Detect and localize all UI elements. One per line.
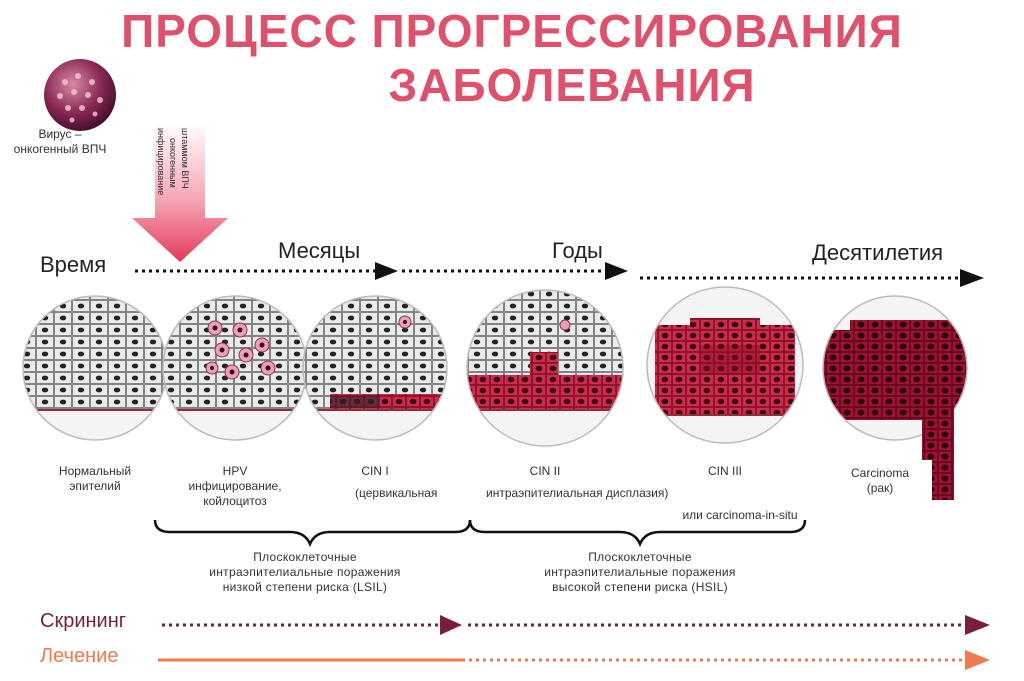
screening-label: Скрининг — [40, 610, 127, 632]
treatment-label: Лечение — [40, 645, 119, 667]
lsil-group-label: Плоскоклеточные интраэпителиальные пораж… — [170, 550, 440, 595]
hsil-line-1: Плоскоклеточные — [588, 550, 692, 564]
arrow-text-infection: инфицирование — [156, 128, 166, 196]
stage-label-cin1-line-2: (цервикальная — [355, 486, 438, 500]
virus-label: Вирус – онкогенный ВПЧ — [0, 127, 120, 157]
title-line-2: ЗАБОЛЕВАНИЯ — [388, 59, 756, 111]
stage-label-normal-line-2: эпителий — [69, 479, 121, 493]
hsil-group-label: Плоскоклеточные интраэпителиальные пораж… — [490, 550, 790, 595]
hsil-line-2: интраэпителиальные поражения — [544, 565, 736, 579]
stage-label-hpv-line-1: HPV — [222, 464, 248, 478]
stage-label-cin3-line-3: или carcinoma-in-situ — [682, 508, 798, 522]
stage-normal-epithelium-image — [22, 295, 168, 441]
stage-cin1-image — [302, 295, 448, 441]
stage-label-carcinoma: Carcinoma (рак) — [830, 466, 930, 496]
stage-label-normal-line-1: Нормальный — [58, 464, 132, 478]
screening-arrow — [162, 615, 990, 635]
arrow-text-strain: штаммом ВПЧ — [180, 128, 190, 189]
stage-label-hpv: HPV инфицирование, койлоцитоз — [160, 464, 310, 509]
hsil-line-3: высокой степени риска (HSIL) — [552, 580, 728, 594]
lsil-brace — [153, 519, 472, 548]
timeline-decades-label: Десятилетия — [812, 240, 944, 265]
stage-label-cin1: CIN I — [330, 464, 420, 479]
timeline-months-label: Месяцы — [278, 238, 361, 263]
arrow-text-oncogenic: онкогенным — [168, 138, 178, 188]
stage-label-cin3: CIN III — [707, 464, 742, 478]
treatment-arrow — [158, 650, 990, 670]
lsil-line-2: интраэпителиальные поражения — [209, 565, 401, 579]
stage-label-cin2-line-2: интраэпителиальная дисплазия) — [486, 486, 669, 500]
title-line-1: ПРОЦЕСС ПРОГРЕССИРОВАНИЯ — [121, 5, 903, 57]
stage-label-cin2: CIN II — [529, 464, 561, 478]
stage-label-normal: Нормальный эпителий — [30, 464, 160, 494]
virus-icon — [44, 59, 116, 131]
timeline-years-label: Годы — [552, 238, 603, 263]
timeline-arrow — [135, 262, 984, 287]
lsil-line-1: Плоскоклеточные — [253, 550, 357, 564]
stage-cin3-image — [646, 286, 804, 444]
stage-label-hpv-line-2: инфицирование, — [188, 479, 282, 493]
stage-carcinoma-image — [822, 295, 968, 500]
infection-arrow-icon — [132, 122, 228, 262]
stage-label-hpv-line-3: койлоцитоз — [203, 494, 267, 508]
lsil-line-3: низкой степени риска (LSIL) — [222, 580, 388, 594]
hsil-brace — [468, 519, 807, 548]
stage-hpv-infection-image — [162, 295, 308, 441]
virus-label-line-2: онкогенный ВПЧ — [13, 142, 107, 156]
stage-cin2-image — [466, 289, 624, 447]
virus-label-line-1: Вирус – — [38, 127, 82, 141]
stage-label-cin1-line-1: CIN I — [361, 464, 389, 478]
stage-label-carcinoma-line-1: Carcinoma — [850, 466, 910, 480]
stage-label-carcinoma-line-2: (рак) — [866, 481, 894, 495]
timeline-time-label: Время — [40, 252, 107, 277]
